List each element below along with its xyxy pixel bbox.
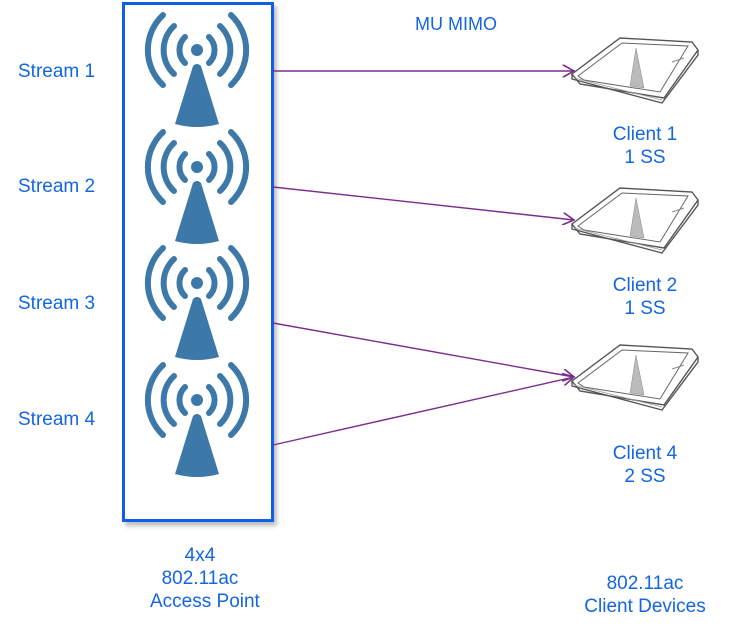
- client-devices-standard: 802.11ac: [606, 573, 684, 594]
- stream-label: Stream 3: [18, 293, 96, 314]
- client-name: Client 1: [612, 124, 678, 145]
- client-streams: 1 SS: [624, 147, 666, 168]
- stream-arrow: [272, 186, 574, 220]
- stream-label: Stream 1: [18, 61, 96, 82]
- ap-standard: 802.11ac: [161, 568, 239, 589]
- client-streams: 2 SS: [624, 466, 666, 487]
- ap-config: 4x4: [184, 545, 216, 566]
- client-label: Client 1 1 SS: [590, 123, 700, 169]
- client-name: Client 4: [612, 443, 678, 464]
- client-name: Client 2: [612, 275, 678, 296]
- ap-type: Access Point: [150, 591, 260, 612]
- stream-arrow: [272, 377, 574, 446]
- access-point-label: 4x4 802.11ac Access Point: [150, 544, 260, 613]
- wifi-antenna-icon: [148, 248, 246, 360]
- client-devices-title: Client Devices: [584, 596, 706, 617]
- client-devices-label: 802.11ac Client Devices: [570, 572, 720, 618]
- stream-arrow: [272, 322, 574, 377]
- tablet-icon: [571, 187, 699, 254]
- wifi-antenna-icon: [148, 15, 246, 127]
- wifi-antenna-icon: [148, 132, 246, 244]
- diagram-title: MU MIMO: [415, 14, 497, 34]
- wifi-antenna-icon: [148, 365, 246, 477]
- stream-label: Stream 4: [18, 409, 96, 430]
- client-label: Client 4 2 SS: [590, 442, 700, 488]
- client-streams: 1 SS: [624, 298, 666, 319]
- tablet-icon: [571, 344, 699, 411]
- stream-label: Stream 2: [18, 176, 96, 197]
- client-label: Client 2 1 SS: [590, 274, 700, 320]
- tablet-icon: [571, 37, 699, 104]
